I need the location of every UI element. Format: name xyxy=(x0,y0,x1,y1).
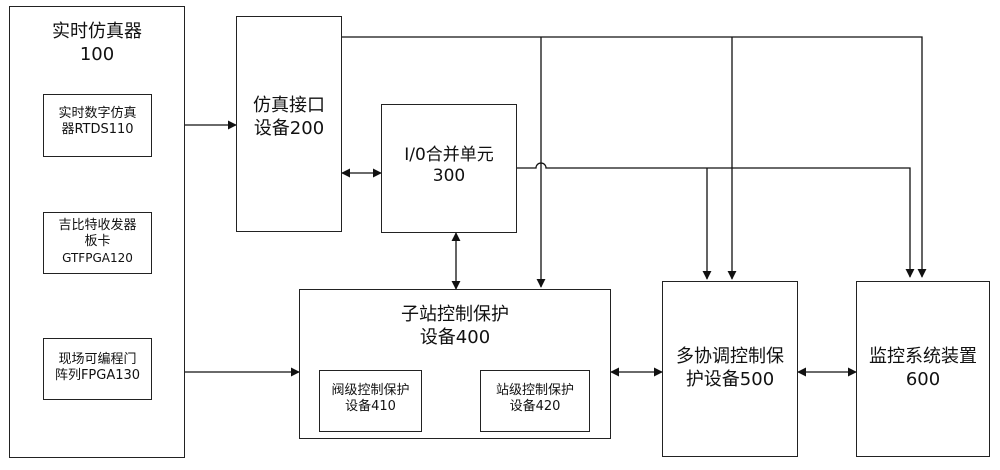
interface-device-box: 仿真接口 设备200 xyxy=(236,16,342,232)
bus-line-top xyxy=(341,36,927,278)
coordination-control-box: 多协调控制保 护设备500 xyxy=(662,281,798,457)
fpga-box: 现场可编程门 阵列FPGA130 xyxy=(43,338,152,400)
monitoring-system-box: 监控系统装置 600 xyxy=(856,281,990,457)
bus-line-io xyxy=(517,162,915,278)
io-merge-label-line1: I/0合并单元 xyxy=(404,145,494,165)
gtfpga-label-line1: 吉比特收发器 xyxy=(58,218,137,233)
gtfpga-label-line2: 板卡 xyxy=(84,234,111,250)
gtfpga-label-line3: GTFPGA120 xyxy=(62,250,133,265)
monitor-label-line2: 600 xyxy=(905,368,941,390)
fpga-label-line2: 阵列FPGA130 xyxy=(54,368,141,384)
monitor-label-line1: 监控系统装置 xyxy=(869,346,977,367)
rtds-label-line2: 器RTDS110 xyxy=(61,122,134,138)
valve-label-line1: 阀级控制保护 xyxy=(331,383,410,398)
interface-label-line2: 设备200 xyxy=(253,117,325,139)
interface-label-line1: 仿真接口 xyxy=(253,95,325,116)
valve-label-line2: 设备410 xyxy=(345,399,396,415)
coord-label-line2: 护设备500 xyxy=(685,368,775,390)
simulator-number: 100 xyxy=(79,43,115,65)
valve-control-box: 阀级控制保护 设备410 xyxy=(319,370,422,432)
gtfpga-box: 吉比特收发器 板卡 GTFPGA120 xyxy=(43,212,152,274)
substation-label-line2: 设备400 xyxy=(419,326,491,348)
io-merge-unit-box: I/0合并单元 300 xyxy=(381,104,517,233)
station-label-line1: 站级控制保护 xyxy=(495,383,574,398)
station-label-line2: 设备420 xyxy=(509,399,561,415)
fpga-label-line1: 现场可编程门 xyxy=(58,352,137,367)
station-control-box: 站级控制保护 设备420 xyxy=(480,370,590,432)
io-merge-label-line2: 300 xyxy=(432,166,466,187)
simulator-title: 实时仿真器 xyxy=(52,21,142,42)
rtds-label-line1: 实时数字仿真 xyxy=(58,106,137,121)
coord-label-line1: 多协调控制保 xyxy=(676,346,784,367)
rtds-box: 实时数字仿真 器RTDS110 xyxy=(43,94,152,157)
substation-label-line1: 子站控制保护 xyxy=(401,304,509,325)
